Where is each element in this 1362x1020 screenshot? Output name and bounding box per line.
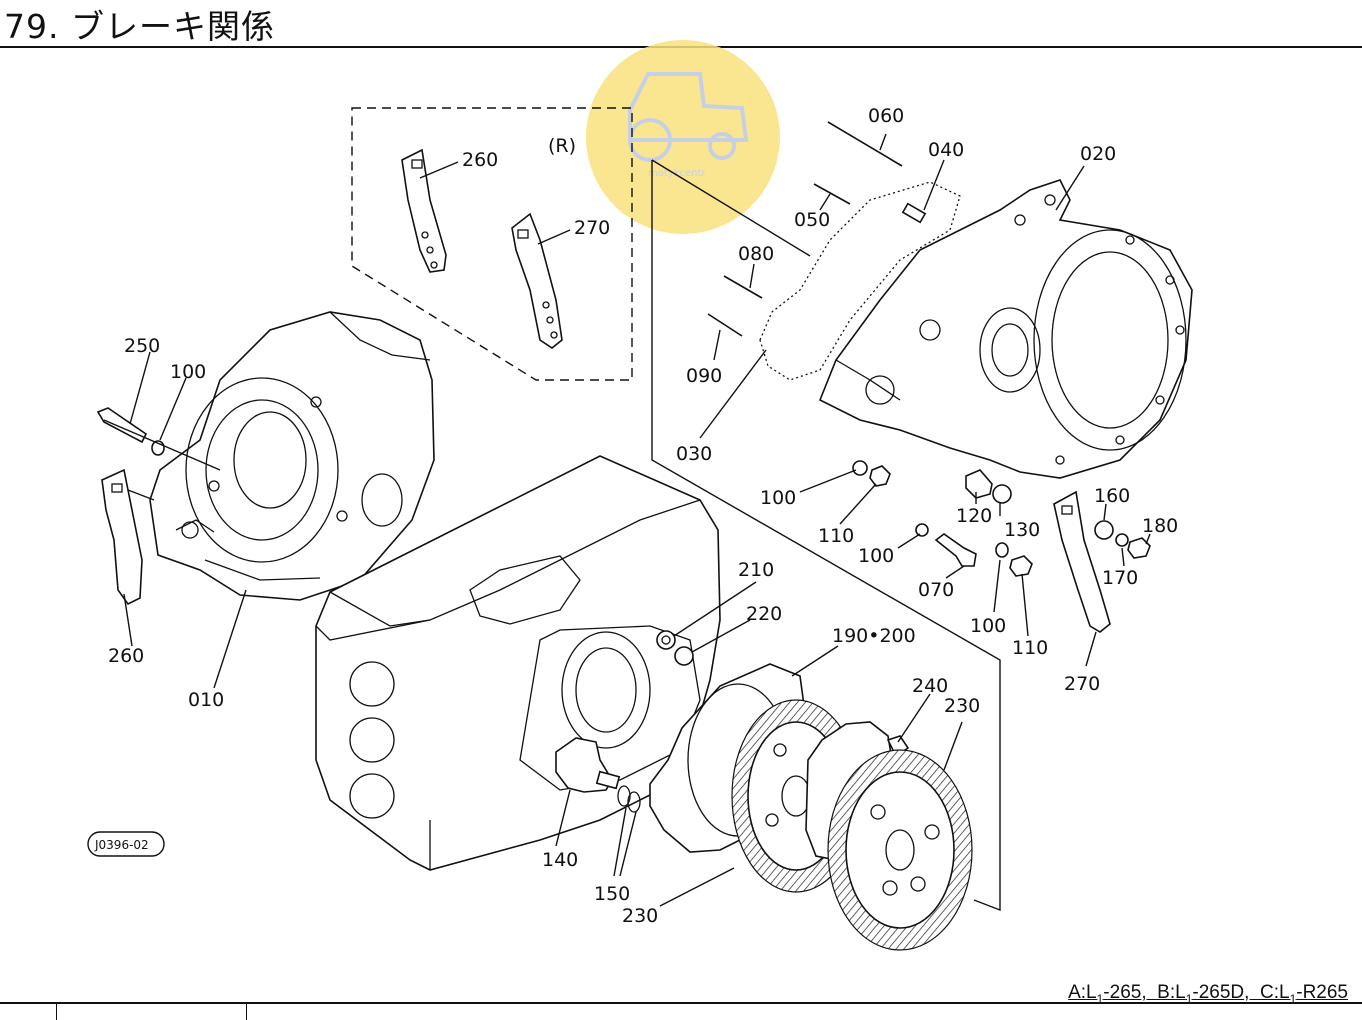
- diagram-code: J0396-02: [94, 838, 149, 852]
- callout-100-a: 100: [760, 487, 796, 509]
- callout-040: 040: [928, 139, 964, 161]
- part-090-stud: [707, 313, 743, 337]
- callout-230-front: 230: [944, 695, 980, 717]
- callout-060: 060: [868, 105, 904, 127]
- part-040-pin: [901, 202, 927, 224]
- bottom-rule: [0, 1002, 1362, 1004]
- callout-210: 210: [738, 559, 774, 581]
- part-210-seal: [656, 630, 676, 650]
- callout-100-left: 100: [170, 361, 206, 383]
- part-110-nut-b: [1009, 555, 1033, 577]
- callout-100-b: 100: [858, 545, 894, 567]
- part-180-nut: [1127, 537, 1151, 559]
- part-130-seal: [992, 484, 1012, 504]
- callout-050: 050: [794, 209, 830, 231]
- callout-270-box: 270: [574, 217, 610, 239]
- part-260-lever-r: [401, 148, 447, 273]
- leader-lines: [123, 133, 1151, 907]
- callout-120: 120: [956, 505, 992, 527]
- part-080-stud: [723, 275, 763, 299]
- part-270-lever-r: [511, 212, 563, 349]
- part-250-bolt: [96, 407, 148, 444]
- part-270-lever-right: [1053, 490, 1111, 633]
- diagram-code-badge: J0396-02: [87, 831, 165, 857]
- part-220-ball: [674, 646, 694, 666]
- model-applicability: A:L1-265, B:L1-265D, C:L1-R265: [1068, 982, 1348, 1006]
- watermark-text: motykcentr: [648, 168, 706, 179]
- callout-260-box: 260: [462, 149, 498, 171]
- part-020-axle-housing: [818, 179, 1193, 479]
- part-030-gasket: [759, 181, 961, 381]
- callout-080: 080: [738, 243, 774, 265]
- callout-160: 160: [1094, 485, 1130, 507]
- callout-110-b: 110: [1012, 637, 1048, 659]
- tractor-logo-icon: [628, 72, 749, 162]
- part-110-nut-a: [869, 465, 891, 487]
- callout-240: 240: [912, 675, 948, 697]
- part-170-washer: [1115, 533, 1129, 547]
- part-150-o-ring-b: [627, 791, 641, 813]
- variant-dashed-box: [351, 107, 633, 381]
- part-060-stud: [827, 121, 903, 167]
- callout-270-right: 270: [1064, 673, 1100, 695]
- part-260-lever-left: [101, 468, 143, 606]
- guide-line-long: [651, 160, 1001, 912]
- callout-260-left: 260: [108, 645, 144, 667]
- footer-tick-2: [246, 1002, 247, 1020]
- callout-250: 250: [124, 335, 160, 357]
- part-150-o-ring-a: [617, 785, 631, 807]
- footer-tick-1: [56, 1002, 57, 1020]
- variant-label: (R): [548, 135, 576, 157]
- callout-220: 220: [746, 603, 782, 625]
- callout-070: 070: [918, 579, 954, 601]
- callout-190-200: 190•200: [832, 625, 916, 647]
- part-230-friction-disc-front: [827, 749, 973, 951]
- part-120-plug: [965, 469, 993, 499]
- watermark-logo: motykcentr: [586, 40, 780, 234]
- part-010-brake-housing: [149, 311, 435, 601]
- callout-170: 170: [1102, 567, 1138, 589]
- callout-030: 030: [676, 443, 712, 465]
- callout-010: 010: [188, 689, 224, 711]
- callout-090: 090: [686, 365, 722, 387]
- callout-140: 140: [542, 849, 578, 871]
- callout-130: 130: [1004, 519, 1040, 541]
- part-160-washer: [1094, 520, 1114, 540]
- callout-110-a: 110: [818, 525, 854, 547]
- callout-230-back: 230: [622, 905, 658, 927]
- callout-180: 180: [1142, 515, 1178, 537]
- part-050-stud: [813, 183, 851, 205]
- part-100-washer-a: [852, 460, 868, 476]
- callout-100-c: 100: [970, 615, 1006, 637]
- part-100-washer-b: [915, 523, 929, 537]
- part-070-bolt: [934, 533, 977, 567]
- page-title: 79. ブレーキ関係: [4, 7, 275, 46]
- callout-150: 150: [594, 883, 630, 905]
- callout-020: 020: [1080, 143, 1116, 165]
- part-100-washer-c: [995, 542, 1009, 558]
